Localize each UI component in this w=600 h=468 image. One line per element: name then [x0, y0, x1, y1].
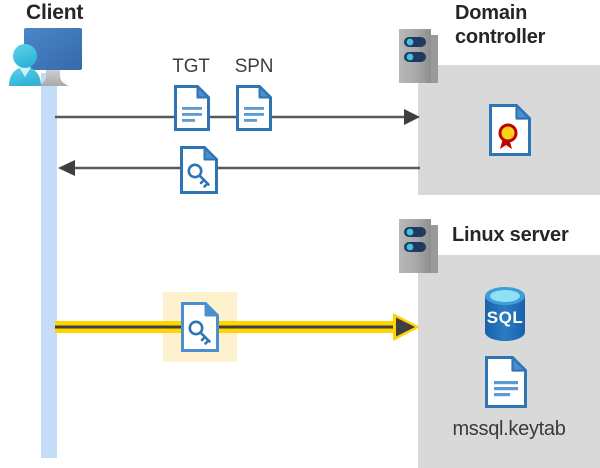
linux-server-title: Linux server — [452, 224, 569, 246]
client-lifeline — [41, 73, 57, 458]
flow-response-arrow — [58, 157, 420, 179]
domain-controller-title: Domain controller — [455, 2, 546, 48]
client-icon — [6, 24, 102, 90]
spn-document-icon — [236, 85, 272, 131]
spn-label: SPN — [234, 56, 274, 77]
certificate-document-icon — [489, 104, 531, 156]
flow-authenticate-arrow — [55, 312, 420, 342]
flow-request-arrow — [55, 106, 420, 128]
service-ticket-document-icon — [180, 146, 218, 194]
linux-server-rack-icon — [399, 219, 438, 273]
keytab-filename-label: mssql.keytab — [452, 418, 566, 440]
client-title: Client — [26, 1, 84, 24]
sql-database-icon: SQL — [481, 286, 529, 342]
keytab-document-icon — [485, 356, 527, 408]
presented-ticket-document-icon — [181, 302, 219, 352]
tgt-label: TGT — [172, 56, 210, 77]
tgt-document-icon — [174, 85, 210, 131]
svg-text:SQL: SQL — [487, 308, 523, 327]
domain-controller-server-rack-icon — [399, 29, 438, 83]
